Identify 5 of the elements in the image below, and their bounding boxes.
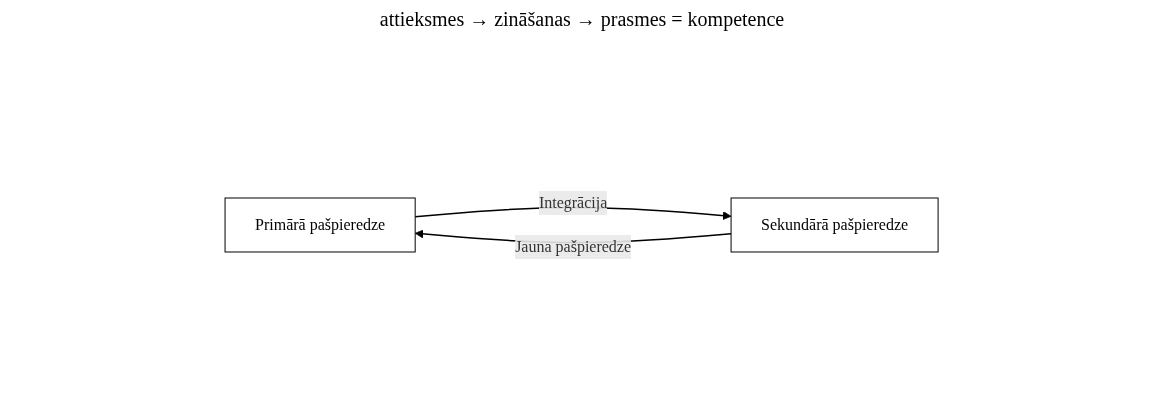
node-box: Sekundārā pašpieredze [731,197,939,252]
edge-label: Jauna pašpieredze [515,237,632,255]
formula-text: attieksmes → zināšanas → prasmes = kompetence [379,8,785,31]
edge-label: Integrācija [539,193,608,211]
node-box: Primārā pašpieredze [224,197,417,252]
